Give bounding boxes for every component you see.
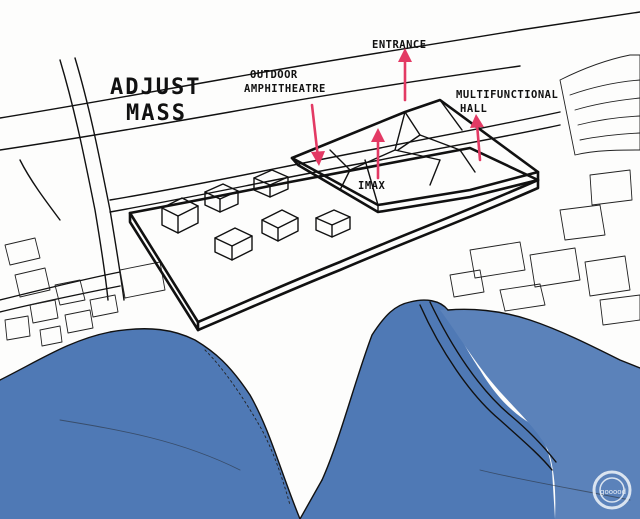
imax-label: IMAX	[358, 180, 385, 192]
outdoor-amphitheatre-arrow	[311, 105, 325, 166]
multifunctional-label-line1: MULTIFUNCTIONAL	[456, 89, 558, 101]
imax-arrow	[371, 128, 385, 178]
multifunctional-label-line2: HALL	[460, 103, 487, 115]
outdoor-label-line2: AMPHITHEATRE	[244, 83, 326, 95]
watermark-seal: gooood	[594, 472, 630, 508]
pavilion-box	[262, 210, 298, 241]
podium-platform	[130, 148, 538, 330]
entrance-arrow	[398, 48, 412, 100]
watermark-text: gooood	[600, 488, 626, 496]
outdoor-label-line1: OUTDOOR	[250, 69, 298, 81]
water-area	[0, 300, 640, 519]
diagram-title-line2: MASS	[126, 101, 187, 126]
diagram-title: ADJUST	[110, 75, 201, 100]
pavilion-box	[316, 210, 350, 237]
pavilion-box	[215, 228, 252, 260]
entrance-label: ENTRANCE	[372, 39, 427, 51]
